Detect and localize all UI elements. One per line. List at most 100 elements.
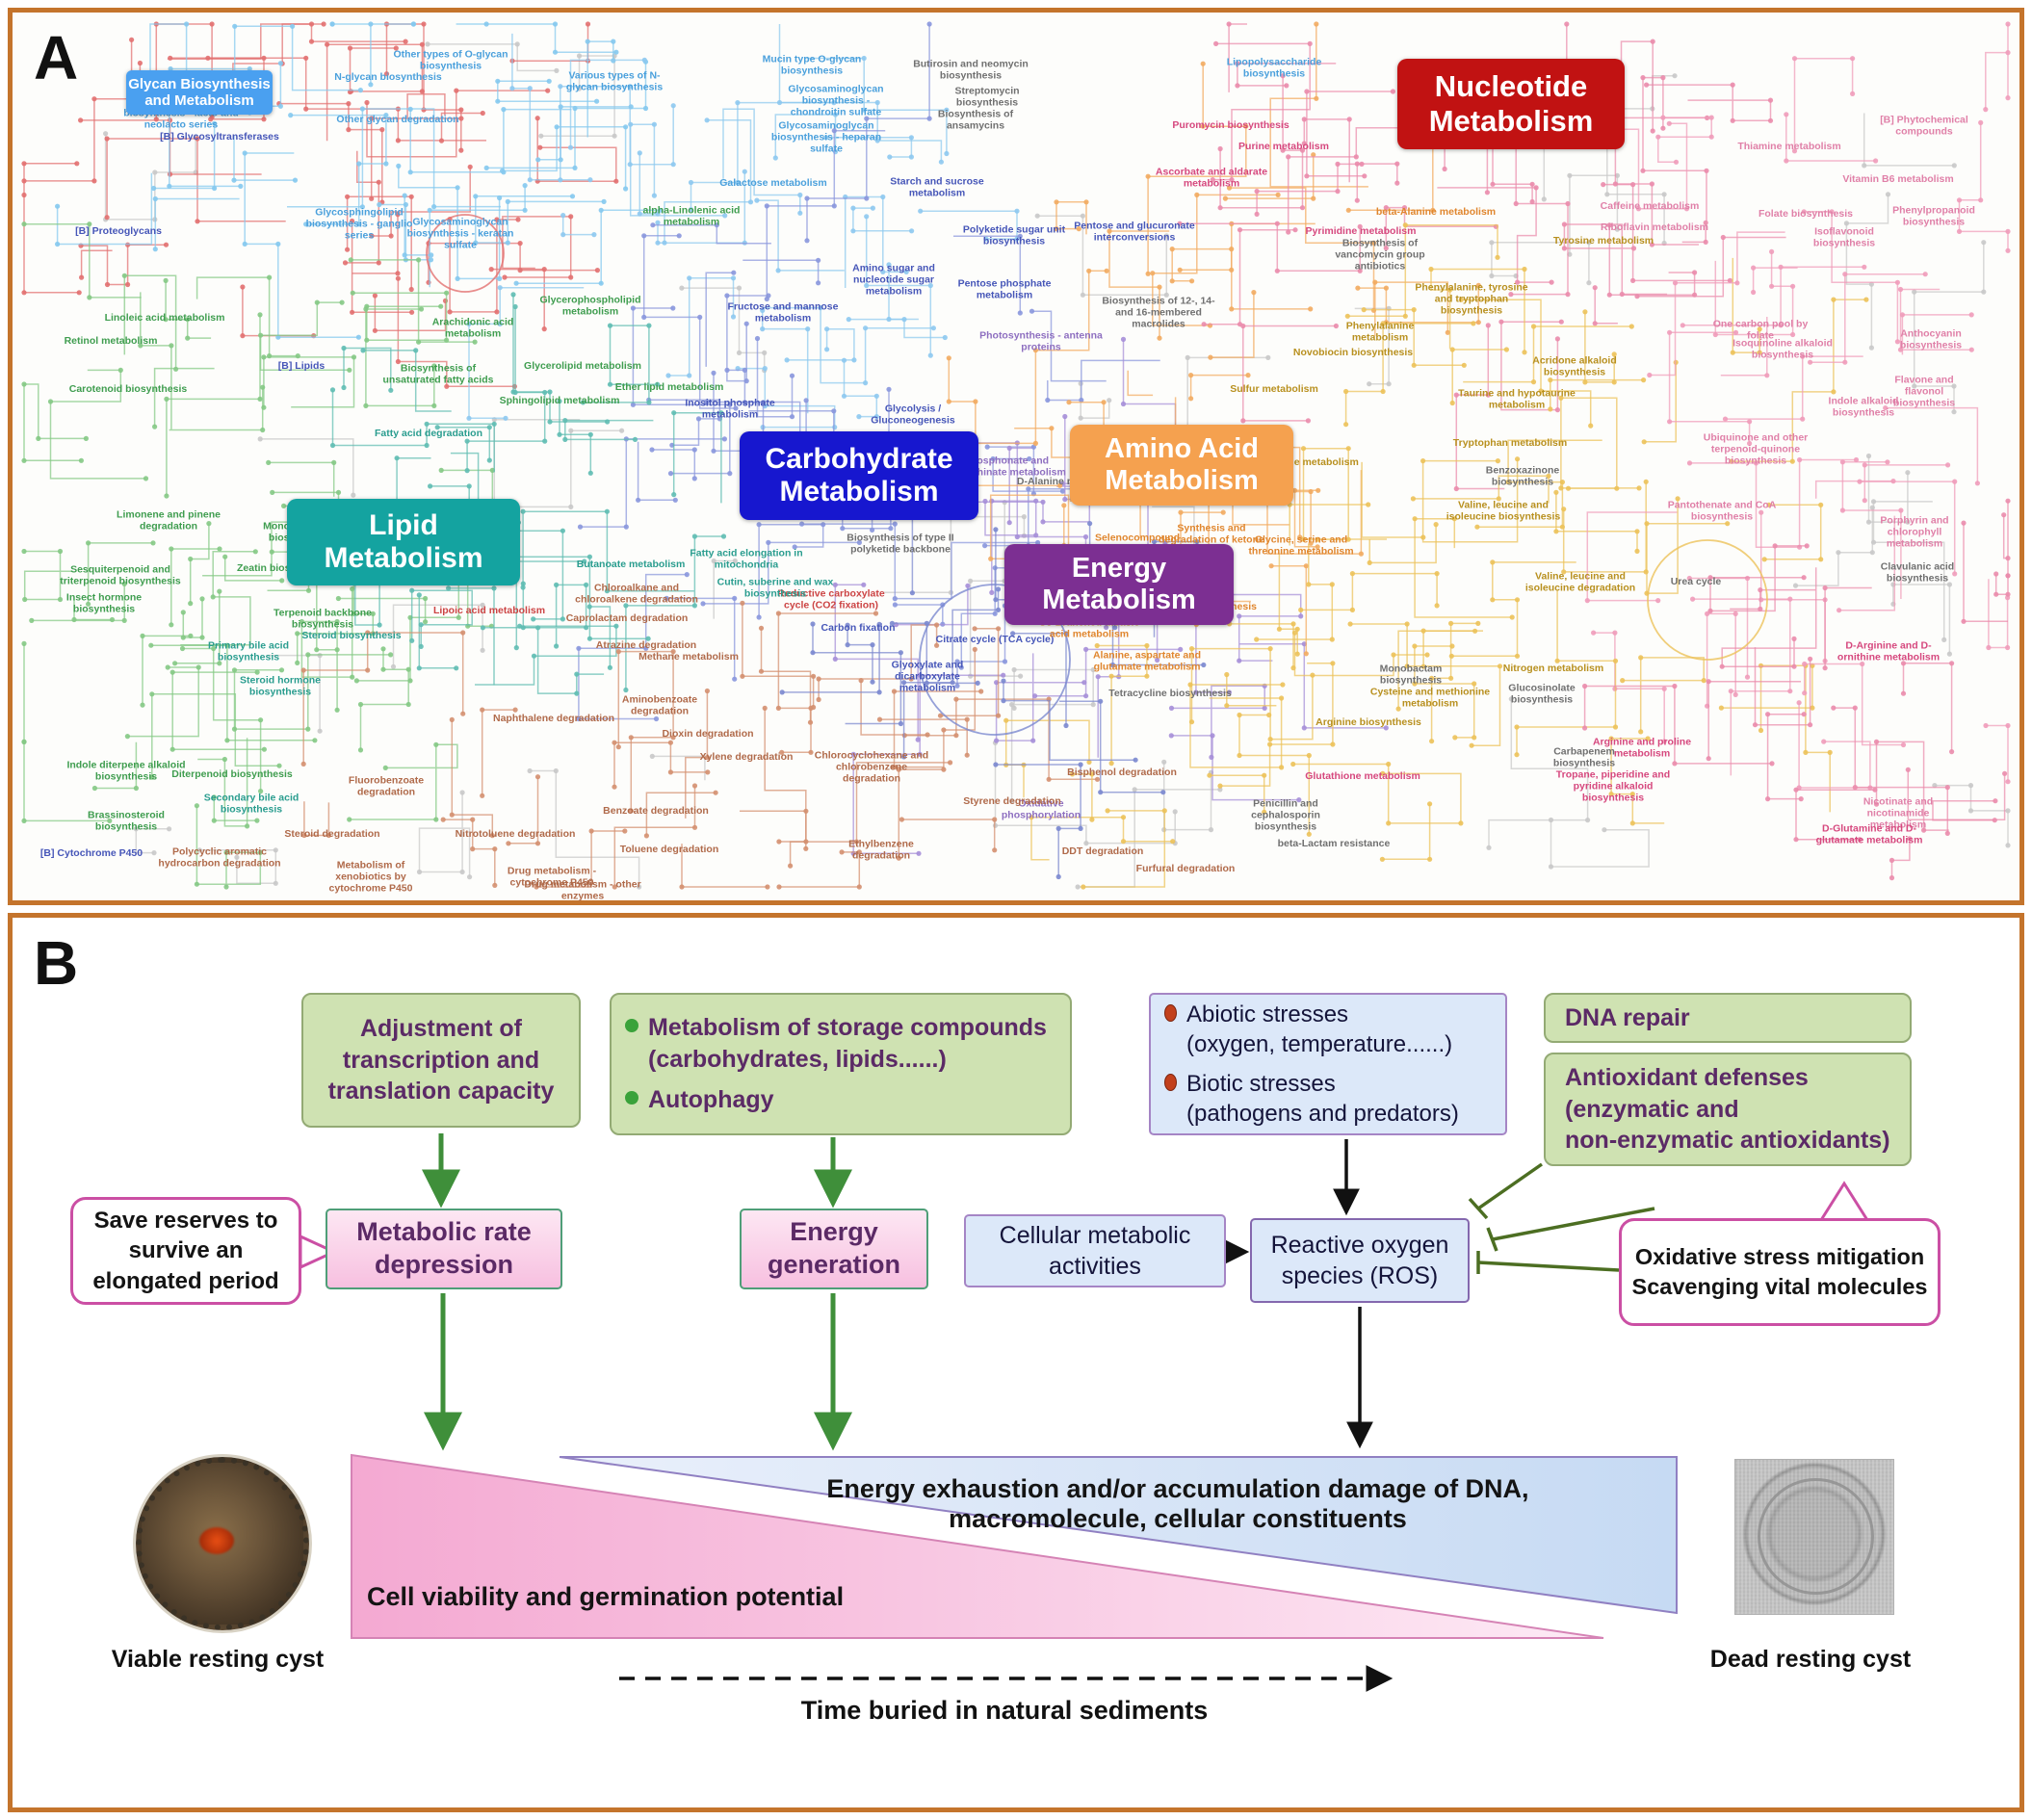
category-label-line: Nucleotide [1434,69,1588,104]
pathway-label: beta-Lactam resistance [1277,838,1391,850]
stress-item: Abiotic stresses (oxygen, temperature...… [1164,1000,1452,1059]
pathway-label: Methane metabolism [638,651,739,663]
energy-generation-box: Energy generation [740,1209,928,1289]
pathway-label: Citrate cycle (TCA cycle) [935,634,1055,646]
pathway-label: Glycerolipid metabolism [524,360,641,373]
pathway-label: Retinol metabolism [64,335,158,348]
pathway-label: Thiamine metabolism [1737,141,1841,153]
pathway-label: Fatty acid elongation in mitochondria [690,547,803,570]
panel-b-letter: B [34,928,79,998]
pathway-label: Polycyclic aromatic hydrocarbon degradat… [158,845,281,869]
pathway-label: Brassinosteroid biosynthesis [88,809,165,832]
pathway-label: Other types of O-glycan biosynthesis [393,48,508,71]
category-label-line: Energy [1071,552,1167,584]
pathway-label: Linoleic acid metabolism [104,312,225,325]
pathway-label: Caffeine metabolism [1600,200,1700,213]
oxidative-bubble-tail [1818,1181,1870,1222]
dna-repair-box: DNA repair [1544,993,1912,1043]
stress-item: Biotic stresses (pathogens and predators… [1164,1069,1459,1129]
pathway-label: Pentose phosphate metabolism [957,277,1052,300]
pathway-label: Xylene degradation [699,751,794,764]
pathway-label: Phenylalanine metabolism [1345,320,1415,343]
pathway-label: Penicillin and cephalosporin biosynthesi… [1251,797,1320,832]
pathway-label: [B] Proteoglycans [75,225,162,238]
pathway-label: Glutathione metabolism [1305,770,1420,783]
pathway-label: Steroid biosynthesis [301,630,402,642]
pathway-label: Oxidative phosphorylation [1001,797,1081,820]
category-label-line: and Metabolism [144,92,254,109]
pathway-label: Biosynthesis of ansamycins [937,108,1014,131]
pathway-label: Folate biosynthesis [1758,208,1854,221]
storage-box: Metabolism of storage compounds (carbohy… [610,993,1072,1135]
category-label-line: Glycan Biosynthesis [128,75,271,92]
oxidative-bubble: Oxidative stress mitigation Scavenging v… [1619,1218,1941,1326]
pathway-label: Phosphonate and phosphinate metabolism [947,455,1066,478]
pathway-label: Indole diterpene alkaloid biosynthesis [66,759,186,782]
adjustment-box: Adjustment of transcription and translat… [301,993,581,1128]
pathway-label: Glycosphingolipid biosynthesis - ganglio… [305,206,413,241]
pathway-label: D-Glutamine and D-glutamate metabolism [1815,822,1923,845]
dead-cyst-label: Dead resting cyst [1709,1646,1912,1673]
pathway-label: Secondary bile acid biosynthesis [203,792,300,815]
pathway-label: Monobactam biosynthesis [1379,663,1443,686]
pathway-label: Drug metabolism - other enzymes [524,878,641,901]
pathway-label: Butanoate metabolism [576,559,686,571]
pathway-label: Glycosaminoglycan biosynthesis - keratan… [406,216,514,250]
pathway-label: Carbapenem biosynthesis [1552,745,1616,768]
storage-item-label: Metabolism of storage compounds (carbohy… [648,1014,1047,1073]
pathway-label: Tyrosine metabolism [1552,235,1654,247]
panel-a-letter: A [34,23,79,92]
storage-item-label: Autophagy [648,1086,774,1114]
pathway-label: Arachidonic acid metabolism [431,316,514,339]
pathway-label: Fructose and mannose metabolism [727,300,839,324]
timeline-label: Time buried in natural sediments [800,1696,1209,1725]
pathway-label: Pantothenate and CoA biosynthesis [1667,499,1777,522]
pathway-label: Dioxin degradation [662,728,754,741]
pathway-label: Sulfur metabolism [1230,383,1318,396]
pathway-label: Biosynthesis of vancomycin group antibio… [1335,237,1425,272]
category-label-line: Metabolism [1042,585,1196,615]
connector-layer [299,1133,1870,1692]
pathway-label: Chloroalkane and chloroalkene degradatio… [575,582,698,605]
pathway-label: Ethylbenzene degradation [848,838,914,861]
pathway-label: Lipopolysaccharide biosynthesis [1226,56,1322,79]
pathway-label: Urea cycle [1670,576,1722,588]
pathway-label: Glycerophospholipid metabolism [539,294,641,317]
pathway-label: Tryptophan metabolism [1452,437,1568,450]
pathway-label: Bisphenol degradation [1067,767,1177,779]
pathway-label: Nitrogen metabolism [1502,663,1604,675]
antioxidant-box: Antioxidant defenses (enzymatic and non-… [1544,1053,1912,1166]
pathway-label: Nicotinate and nicotinamide metabolism [1863,795,1934,830]
pathway-label: DDT degradation [1061,845,1144,858]
category-glycan-biosynthesis: Glycan Biosynthesis and Metabolism [126,70,273,115]
red-bullet-icon [1164,1074,1177,1091]
category-energy-metabolism: Energy Metabolism [1004,544,1234,625]
pathway-label: D-Arginine and D-ornithine metabolism [1837,639,1941,663]
pink-triangle [351,1453,1604,1639]
pathway-label: Other glycan degradation [336,114,459,126]
pathway-label: Steroid hormone biosynthesis [239,674,321,697]
pathway-label: Arginine and proline metabolism [1592,736,1692,759]
category-label-line: Metabolism [1105,465,1259,496]
pathway-label: Atrazine degradation [595,639,697,652]
pathway-label: Carotenoid biosynthesis [68,383,188,396]
pathway-label: beta-Alanine metabolism [1375,206,1497,219]
pathway-label: Toluene degradation [619,844,719,856]
pathway-label: Cysteine and methionine metabolism [1369,686,1491,709]
ros-box: Reactive oxygen species (ROS) [1250,1218,1470,1303]
pathway-label: Isoflavonoid biosynthesis [1812,225,1876,248]
pathway-label: alpha-Linolenic acid metabolism [642,204,741,227]
pathway-network-graphic [21,21,2011,890]
pathway-label: Glycosaminoglycan biosynthesis - heparan… [770,119,882,154]
pathway-label: Phenylpropanoid biosynthesis [1892,204,1975,227]
pathway-label: Alanine, aspartate and glutamate metabol… [1092,649,1202,672]
pathway-label: Styrene degradation [963,795,1061,808]
category-nucleotide-metabolism: Nucleotide Metabolism [1397,59,1625,149]
category-label-line: Lipid [369,508,438,541]
pathway-label: Limonene and pinene degradation [117,508,221,532]
pathway-label: Puromycin biosynthesis [1172,119,1290,132]
metabolic-rate-box: Metabolic rate depression [326,1209,562,1289]
viable-cyst-label: Viable resting cyst [111,1646,325,1673]
cyst-wall-icon [1757,1478,1874,1596]
pathway-label: Riboflavin metabolism [1600,221,1709,234]
